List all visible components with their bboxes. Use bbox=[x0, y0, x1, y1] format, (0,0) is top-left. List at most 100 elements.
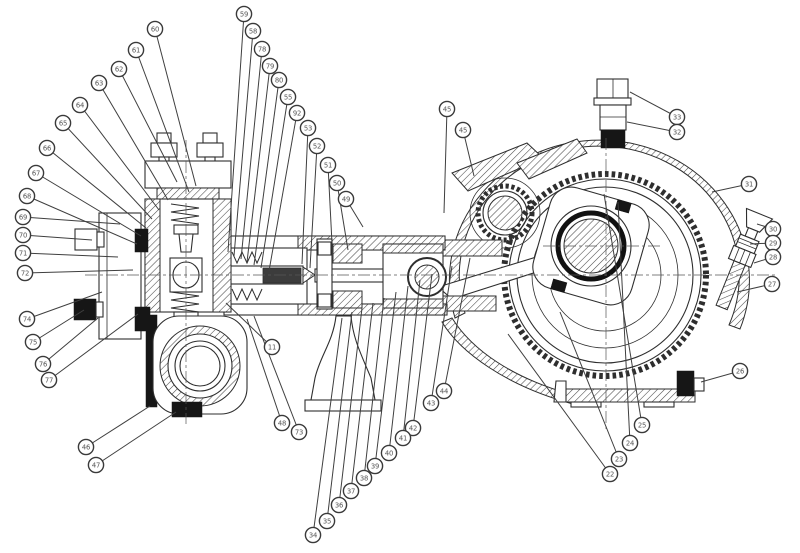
callout-circle bbox=[14, 244, 32, 262]
valve-spring-lower bbox=[170, 291, 200, 313]
leader-line bbox=[46, 147, 147, 229]
callout-balloon-22: 22 bbox=[601, 465, 619, 483]
pump-valve-block bbox=[73, 132, 248, 418]
callout-number: 80 bbox=[275, 77, 283, 85]
valve-body-wall bbox=[212, 198, 232, 313]
leader-line bbox=[374, 291, 397, 467]
callout-circle bbox=[87, 456, 105, 474]
leader-line bbox=[22, 252, 119, 258]
coupling-assembly bbox=[208, 235, 448, 412]
callout-number: 50 bbox=[333, 180, 341, 188]
callout-balloon-70: 70 bbox=[14, 226, 32, 244]
callout-circle bbox=[454, 121, 472, 139]
callout-balloon-53: 53 bbox=[299, 119, 317, 137]
callout-number: 61 bbox=[132, 47, 140, 55]
callout-balloon-51: 51 bbox=[319, 156, 337, 174]
callout-number: 39 bbox=[371, 463, 379, 471]
leader-line bbox=[309, 145, 318, 269]
leader-line bbox=[32, 309, 85, 343]
leader-line bbox=[301, 127, 309, 265]
leader-line bbox=[559, 311, 620, 460]
callout-circle bbox=[438, 100, 456, 118]
callout-balloon-28: 28 bbox=[764, 248, 782, 266]
filler-plug bbox=[593, 78, 632, 149]
leader-line bbox=[412, 273, 433, 429]
valve-cap-plate bbox=[144, 160, 232, 189]
callout-number: 74 bbox=[23, 316, 31, 324]
callout-balloon-52: 52 bbox=[308, 137, 326, 155]
callout-number: 55 bbox=[284, 94, 292, 102]
callout-number: 38 bbox=[360, 475, 368, 483]
callout-balloon-47: 47 bbox=[87, 456, 105, 474]
callout-number: 41 bbox=[399, 435, 407, 443]
callout-number: 11 bbox=[268, 344, 276, 352]
drain-plug-tip bbox=[693, 377, 705, 392]
callout-number: 29 bbox=[769, 240, 777, 248]
support-strut bbox=[516, 138, 588, 180]
callout-circle bbox=[330, 496, 348, 514]
leader-line bbox=[268, 112, 298, 272]
leader-line bbox=[233, 30, 254, 257]
callout-circle bbox=[601, 465, 619, 483]
boss-bore-inner bbox=[179, 345, 221, 387]
callout-circle bbox=[235, 5, 253, 23]
callout-number: 40 bbox=[385, 450, 393, 458]
leader-line bbox=[363, 297, 385, 479]
stud-tip bbox=[202, 132, 218, 144]
callout-circle bbox=[270, 71, 288, 89]
callout-circle bbox=[355, 469, 373, 487]
base-foot-tab bbox=[570, 401, 602, 408]
callout-number: 32 bbox=[673, 129, 681, 137]
callout-number: 45 bbox=[443, 106, 451, 114]
housing-lower-wall bbox=[441, 317, 574, 405]
hub-key bbox=[550, 278, 568, 293]
callout-circle bbox=[34, 355, 52, 373]
callout-circle bbox=[731, 362, 749, 380]
callout-balloon-11: 11 bbox=[263, 338, 281, 356]
callout-balloon-49: 49 bbox=[337, 190, 355, 208]
leader-line bbox=[327, 164, 334, 264]
leader-line bbox=[154, 28, 197, 187]
callout-number: 92 bbox=[293, 110, 301, 118]
callout-balloon-45: 45 bbox=[454, 121, 472, 139]
callout-balloon-48: 48 bbox=[273, 414, 291, 432]
leader-line bbox=[336, 182, 349, 251]
leader-line bbox=[629, 91, 678, 118]
callouts-layer: 6061626364656667686970717274757677464759… bbox=[14, 5, 782, 544]
leader-line bbox=[626, 121, 678, 133]
leader-line bbox=[22, 234, 93, 241]
callout-number: 64 bbox=[76, 102, 84, 110]
leader-line bbox=[507, 333, 611, 475]
leader-line bbox=[135, 49, 190, 193]
callout-balloon-92: 92 bbox=[288, 104, 306, 122]
leader-line bbox=[95, 411, 177, 466]
callout-circle bbox=[146, 20, 164, 38]
hub-key bbox=[614, 199, 632, 214]
callout-balloon-55: 55 bbox=[279, 88, 297, 106]
centerlines bbox=[85, 138, 775, 432]
flange-bolt-dark bbox=[73, 298, 97, 321]
hex-bolt bbox=[196, 142, 224, 158]
callout-balloon-26: 26 bbox=[731, 362, 749, 380]
callout-balloon-41: 41 bbox=[394, 429, 412, 447]
callout-circle bbox=[299, 119, 317, 137]
callout-number: 73 bbox=[295, 429, 303, 437]
callout-number: 67 bbox=[32, 170, 40, 178]
coupling-bolt bbox=[317, 293, 332, 308]
callout-circle bbox=[328, 174, 346, 192]
callout-circle bbox=[610, 450, 628, 468]
callout-number: 30 bbox=[769, 226, 777, 234]
leader-line bbox=[62, 122, 153, 220]
coupling-bolt bbox=[317, 241, 332, 256]
callout-circle bbox=[90, 74, 108, 92]
callout-balloon-33: 33 bbox=[668, 108, 686, 126]
callout-balloon-60: 60 bbox=[146, 20, 164, 38]
callout-number: 42 bbox=[409, 425, 417, 433]
callout-number: 37 bbox=[347, 488, 355, 496]
pinion-rim bbox=[482, 190, 528, 236]
callout-circle bbox=[290, 423, 308, 441]
callout-balloon-36: 36 bbox=[330, 496, 348, 514]
base-foot-tab bbox=[643, 401, 675, 408]
callout-number: 24 bbox=[626, 440, 634, 448]
callout-balloon-80: 80 bbox=[270, 71, 288, 89]
